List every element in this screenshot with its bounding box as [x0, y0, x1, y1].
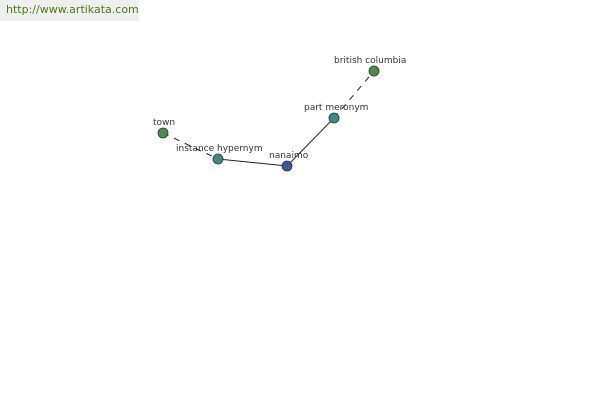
node-nanaimo[interactable]	[281, 160, 293, 172]
node-label-instance-hypernym: instance hypernym	[176, 144, 263, 154]
node-label-town: town	[153, 118, 175, 128]
node-label-part-meronym: part meronym	[304, 103, 368, 113]
node-label-british-columbia: british columbia	[334, 56, 406, 66]
node-part-meronym[interactable]	[328, 112, 340, 124]
edges-layer	[162, 70, 375, 167]
node-label-nanaimo: nanaimo	[269, 151, 309, 161]
edge-town-instance_hypernym	[162, 132, 219, 160]
edge-nanaimo-part_meronym	[286, 117, 335, 167]
site-url-watermark[interactable]: http://www.artikata.com	[0, 0, 139, 21]
labels-layer: town instance hypernym nanaimo part meronym…	[153, 56, 406, 161]
nodes-layer	[157, 65, 380, 172]
edge-part_meronym-british_columbia	[333, 70, 375, 119]
node-town[interactable]	[157, 127, 169, 139]
edge-instance_hypernym-nanaimo	[217, 158, 288, 167]
node-instance-hypernym[interactable]	[212, 153, 224, 165]
node-british-columbia[interactable]	[368, 65, 380, 77]
